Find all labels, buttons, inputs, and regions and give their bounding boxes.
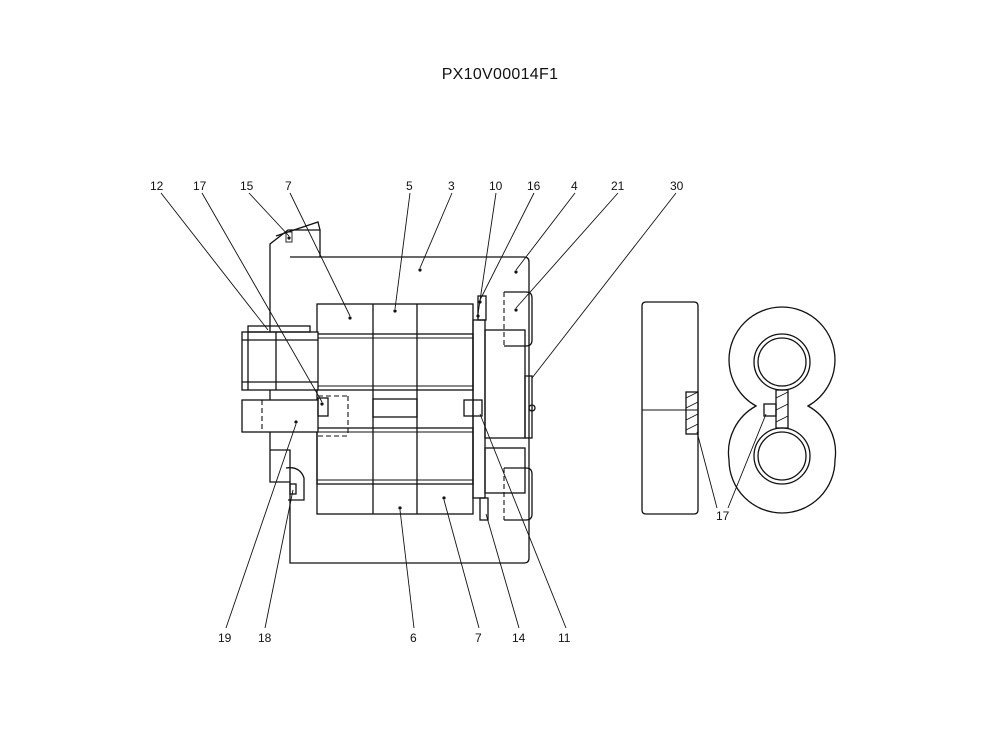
callout-16: 16 xyxy=(527,179,541,193)
callout-15: 15 xyxy=(240,179,254,193)
callout-labels: 12 17 15 7 5 3 10 16 4 21 30 19 18 6 7 1… xyxy=(150,179,730,645)
callout-4: 4 xyxy=(571,179,578,193)
callout-18: 18 xyxy=(258,631,272,645)
side-view-block xyxy=(641,301,699,515)
callout-5: 5 xyxy=(406,179,413,193)
callout-3: 3 xyxy=(448,179,455,193)
callout-17: 17 xyxy=(193,179,207,193)
callout-7: 7 xyxy=(285,179,292,193)
callout-19: 19 xyxy=(218,631,232,645)
callout-17-side: 17 xyxy=(716,509,730,523)
callout-21: 21 xyxy=(611,179,625,193)
callout-7-bottom: 7 xyxy=(475,631,482,645)
callout-30: 30 xyxy=(670,179,684,193)
callout-10: 10 xyxy=(489,179,503,193)
figure-eight-end-view xyxy=(727,306,837,514)
drawing-id: PX10V00014F1 xyxy=(441,66,559,83)
callout-12: 12 xyxy=(150,179,164,193)
callout-6: 6 xyxy=(410,631,417,645)
pump-assembly-section xyxy=(241,221,536,564)
callout-11: 11 xyxy=(558,631,571,645)
callout-14: 14 xyxy=(512,631,526,645)
leader-lines xyxy=(160,192,767,629)
